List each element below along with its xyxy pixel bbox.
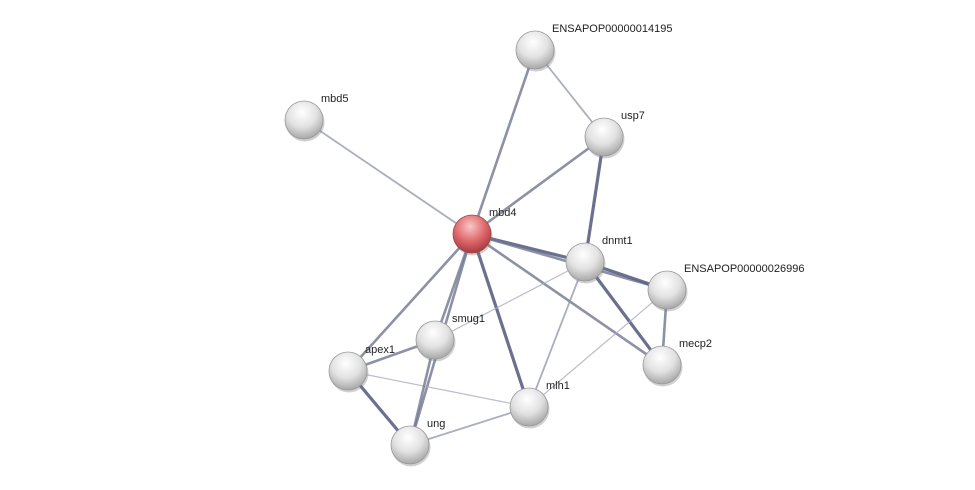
node-label: ung — [427, 418, 445, 430]
node-sphere[interactable] — [328, 351, 368, 391]
node-label: ENSAPOP00000026996 — [684, 263, 804, 275]
node-mlh1[interactable]: mlh1 — [509, 380, 570, 429]
node-label: usp7 — [621, 110, 645, 122]
node-ENSAPOP00000026996[interactable]: ENSAPOP00000026996 — [647, 263, 804, 312]
edge-ENSAPOP00000014195-mbd4[interactable] — [470, 49, 537, 235]
node-dnmt1[interactable]: dnmt1 — [565, 235, 633, 284]
node-sphere[interactable] — [642, 345, 682, 385]
node-sphere[interactable] — [647, 270, 687, 310]
node-label: smug1 — [452, 313, 485, 325]
node-label: apex1 — [365, 344, 395, 356]
node-label: mbd4 — [489, 207, 517, 219]
edge-mbd4-apex1[interactable] — [347, 233, 473, 372]
node-usp7[interactable]: usp7 — [584, 110, 645, 159]
edge-ung-mlh1[interactable] — [409, 406, 530, 446]
node-mbd4[interactable]: mbd4 — [452, 207, 517, 256]
node-label: mecp2 — [679, 338, 712, 350]
node-sphere[interactable] — [452, 214, 492, 254]
node-sphere[interactable] — [565, 242, 605, 282]
node-smug1[interactable]: smug1 — [415, 313, 485, 362]
edge-ENSAPOP00000026996-mlh1[interactable] — [528, 289, 668, 408]
node-label: ENSAPOP00000014195 — [552, 23, 672, 35]
node-sphere[interactable] — [515, 30, 555, 70]
node-apex1[interactable]: apex1 — [328, 344, 395, 393]
edge-apex1-mlh1[interactable] — [347, 370, 530, 408]
edge-mbd4-mecp2[interactable] — [471, 232, 663, 367]
edge-dnmt1-smug1[interactable] — [434, 261, 586, 341]
node-ung[interactable]: ung — [390, 418, 445, 467]
node-sphere[interactable] — [509, 387, 549, 427]
edge-dnmt1-mlh1[interactable] — [528, 261, 586, 408]
node-sphere[interactable] — [415, 320, 455, 360]
edge-usp7-dnmt1[interactable] — [583, 136, 606, 263]
node-sphere[interactable] — [584, 117, 624, 157]
node-sphere[interactable] — [390, 425, 430, 465]
edge-usp7-mbd4[interactable] — [471, 135, 605, 236]
node-mecp2[interactable]: mecp2 — [642, 338, 712, 387]
node-mbd5[interactable]: mbd5 — [284, 93, 349, 142]
node-label: dnmt1 — [602, 235, 633, 247]
edge-mbd5-mbd4[interactable] — [303, 119, 473, 235]
edge-dnmt1-mecp2[interactable] — [583, 261, 664, 366]
node-label: mlh1 — [546, 380, 570, 392]
node-label: mbd5 — [321, 93, 349, 105]
node-sphere[interactable] — [284, 100, 324, 140]
node-ENSAPOP00000014195[interactable]: ENSAPOP00000014195 — [515, 23, 672, 72]
edge-mbd4-mlh1[interactable] — [470, 233, 531, 408]
